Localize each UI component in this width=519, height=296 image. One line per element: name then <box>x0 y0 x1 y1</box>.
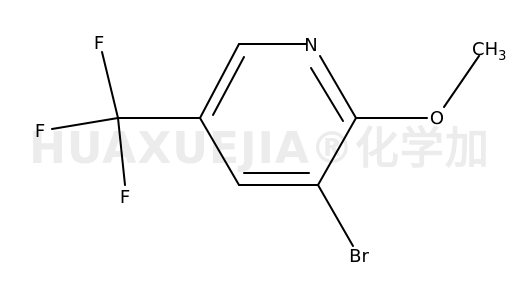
atom-n-label: N <box>304 35 317 56</box>
bond-c5-c6-inner <box>212 56 245 116</box>
atom-f-left-label: F <box>35 121 45 142</box>
bond-c3-br <box>317 184 354 247</box>
substituents <box>51 51 480 247</box>
bond-c-f-top <box>101 51 119 119</box>
ch3-subscript: 3 <box>498 49 506 64</box>
atom-f-top-label: F <box>94 33 104 54</box>
bond-o-ch3 <box>443 55 480 108</box>
bond-c2-c3 <box>317 117 357 186</box>
bond-c-f-bottom <box>117 117 126 186</box>
watermark: HUAXUEJIA®化学加 <box>29 123 490 174</box>
atom-br-label: Br <box>349 246 369 267</box>
atom-f-bottom-label: F <box>120 187 130 208</box>
ch3-main-text: CH <box>472 39 498 60</box>
atom-labels: N O Br F F F CH3 <box>35 33 507 267</box>
bond-c-f-left <box>51 117 119 130</box>
atom-ch3-label: CH3 <box>472 39 506 64</box>
bond-n-c2 <box>319 55 357 119</box>
bond-c5-c6 <box>199 43 240 119</box>
atom-o-label: O <box>430 108 444 129</box>
bond-n-c2-inner <box>310 67 344 122</box>
bond-c4-c5 <box>199 117 240 186</box>
pyridine-ring <box>199 43 357 186</box>
